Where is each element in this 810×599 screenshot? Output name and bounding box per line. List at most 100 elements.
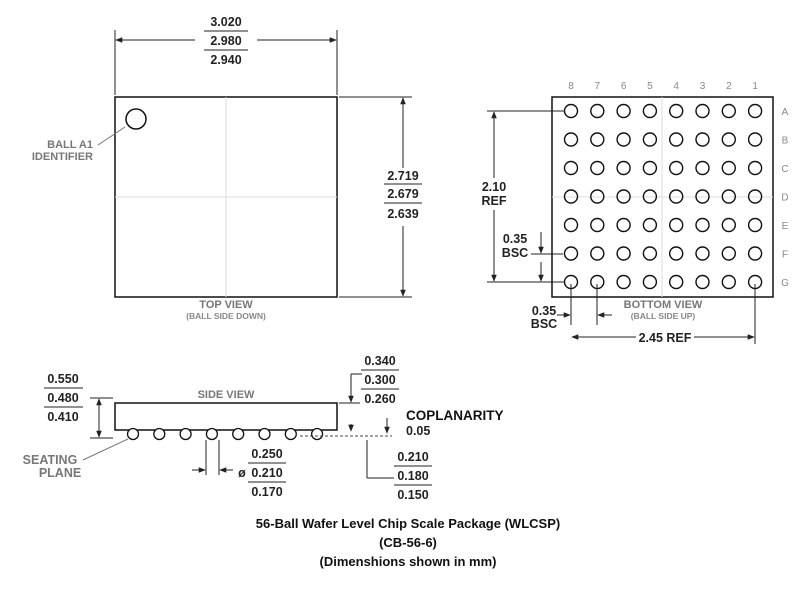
row-label: C <box>781 164 788 175</box>
ball-B2 <box>721 132 736 147</box>
ball-E2 <box>721 217 736 233</box>
ball-E4 <box>669 217 684 233</box>
ball-E8 <box>563 217 579 233</box>
sv-body-nom: 0.300 <box>364 373 395 387</box>
column-label: 8 <box>568 81 574 92</box>
seating-plane-leader <box>82 438 129 461</box>
column-label: 6 <box>621 81 627 92</box>
seating-plane-label-line1: SEATING <box>23 453 78 467</box>
row-label: E <box>782 221 789 232</box>
ball-C1 <box>747 160 763 176</box>
side-view: SIDE VIEW 0.550 0.480 0.410 0.340 0.300 … <box>23 354 504 502</box>
column-label: 7 <box>595 81 601 92</box>
ball-F5 <box>642 246 658 261</box>
top-width-nom: 2.980 <box>210 34 241 48</box>
ball-G5 <box>642 274 658 290</box>
side-view-balls <box>126 427 324 441</box>
top-view: BALL A1 IDENTIFIER TOP VIEW (BALL SIDE D… <box>32 15 422 321</box>
side-view-label: SIDE VIEW <box>198 389 255 401</box>
ball-D6 <box>616 189 631 204</box>
side-view-ball <box>153 427 166 441</box>
ball-C3 <box>695 160 710 176</box>
sv-total-min: 0.410 <box>47 410 78 424</box>
top-width-min: 2.940 <box>210 53 241 67</box>
row-label: F <box>782 250 788 261</box>
ball-A1 <box>747 103 763 119</box>
side-view-ball <box>179 427 192 441</box>
column-label: 2 <box>726 81 732 92</box>
ball-B5 <box>642 132 658 147</box>
top-height-min: 2.639 <box>387 207 418 221</box>
ball-a1-label-line1: BALL A1 <box>47 139 93 151</box>
ball-A7 <box>590 103 605 119</box>
row-label: A <box>782 107 789 118</box>
ball-E3 <box>695 217 710 233</box>
ball-C5 <box>642 160 658 176</box>
ball-D2 <box>721 189 736 204</box>
bv-hpitch-suffix: BSC <box>531 317 557 331</box>
ball-B6 <box>616 132 631 147</box>
ball-B4 <box>669 132 684 147</box>
ball-F2 <box>721 246 736 261</box>
ball-B7 <box>590 132 605 147</box>
ball-D8 <box>563 189 579 204</box>
ball-D7 <box>590 189 605 204</box>
side-view-ball <box>232 427 245 441</box>
side-view-ball <box>126 427 140 441</box>
sv-ball-dia-nom: 0.210 <box>251 466 282 480</box>
caption: 56-Ball Wafer Level Chip Scale Package (… <box>256 516 560 569</box>
caption-line-2: (CB-56-6) <box>379 535 437 550</box>
caption-line-3: (Dimenshions shown in mm) <box>320 554 497 569</box>
bv-vpitch-suffix: BSC <box>502 246 528 260</box>
ball-E7 <box>590 217 605 233</box>
column-label: 3 <box>700 81 706 92</box>
side-view-ball <box>258 427 271 441</box>
ball-a1-leader <box>97 126 126 146</box>
ball-A8 <box>563 103 579 119</box>
top-height-nom: 2.679 <box>387 187 418 201</box>
ball-C6 <box>616 160 631 176</box>
sv-ball-height-max: 0.210 <box>397 450 428 464</box>
side-view-ball <box>205 427 219 441</box>
sv-total-max: 0.550 <box>47 372 78 386</box>
sv-total-nom: 0.480 <box>47 391 78 405</box>
side-view-ball <box>310 427 324 441</box>
ball-a1-identifier-mark <box>125 108 147 130</box>
column-labels: 8 7 6 5 4 3 2 1 <box>568 81 758 92</box>
ball-B1 <box>747 132 763 147</box>
bv-height-ref-suffix: REF <box>482 194 507 208</box>
sv-ball-height-min: 0.150 <box>397 488 428 502</box>
side-view-ball <box>284 427 297 441</box>
ball-B3 <box>695 132 710 147</box>
ball-E1 <box>747 217 763 233</box>
ball-A3 <box>695 103 710 119</box>
top-height-max: 2.719 <box>387 169 418 183</box>
column-label: 5 <box>647 81 653 92</box>
sv-body-max: 0.340 <box>364 354 395 368</box>
ball-E5 <box>642 217 658 233</box>
ball-A2 <box>721 103 736 119</box>
bv-width-ref: 2.45 REF <box>639 331 692 345</box>
bottom-view-sublabel: (BALL SIDE UP) <box>631 311 696 321</box>
bv-vpitch-value: 0.35 <box>503 232 527 246</box>
ball-grid <box>563 103 763 290</box>
ball-C2 <box>721 160 736 176</box>
sv-ball-dia-max: 0.250 <box>251 447 282 461</box>
ball-F1 <box>747 246 763 261</box>
ball-C7 <box>590 160 605 176</box>
caption-line-1: 56-Ball Wafer Level Chip Scale Package (… <box>256 516 560 531</box>
bv-height-ref-value: 2.10 <box>482 180 506 194</box>
sv-ball-dia-min: 0.170 <box>251 485 282 499</box>
ball-G6 <box>616 274 631 290</box>
top-width-max: 3.020 <box>210 15 241 29</box>
column-label: 1 <box>752 81 758 92</box>
ball-F8 <box>563 246 579 261</box>
ball-G4 <box>669 274 684 290</box>
ball-F7 <box>590 246 605 261</box>
ball-F3 <box>695 246 710 261</box>
column-label: 4 <box>673 81 679 92</box>
ball-D5 <box>642 189 658 204</box>
ball-F6 <box>616 246 631 261</box>
sv-body-min: 0.260 <box>364 392 395 406</box>
